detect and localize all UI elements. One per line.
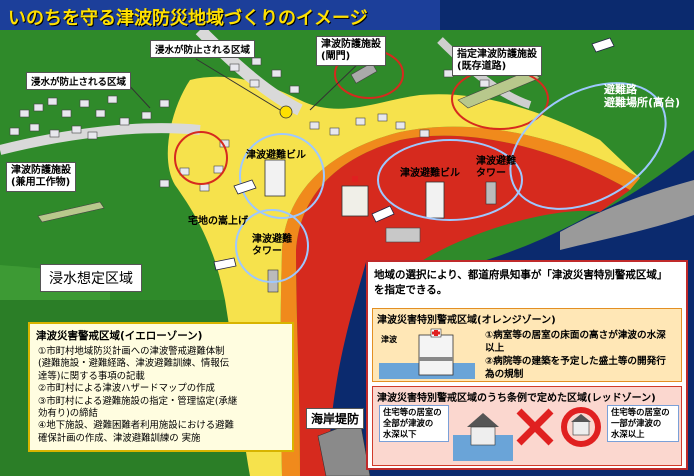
list-item: ③市町村による避難施設の指定・管理協定(承継 bbox=[38, 395, 238, 407]
label-inundation-area: 浸水想定区域 bbox=[40, 264, 142, 292]
list-item: ④地下施設、避難困難者利用施設における避難 bbox=[38, 420, 234, 432]
yellow-zone-list: ①市町村地域防災計画への津波警戒避難体制 (避難施設・避難経路、津波避難訓練、情… bbox=[38, 346, 237, 445]
list-item: ②市町村による津波ハザードマップの作成 bbox=[38, 383, 215, 395]
page-title: いのちを守る津波防災地域づくりのイメージ bbox=[8, 8, 368, 29]
special-zone-panel: 地域の選択により、都道府県知事が「津波災害特別警戒区域」を指定できる。 津波災害… bbox=[366, 260, 688, 470]
red-circle-icon bbox=[561, 407, 601, 447]
designated-road bbox=[457, 69, 541, 109]
label-designated-facility: 指定津波防護施設 (既存道路) bbox=[452, 46, 542, 76]
pointing-hand-icon bbox=[591, 37, 615, 53]
evac-building-left bbox=[264, 159, 286, 197]
list-item: 達等)に関する事項の記載 bbox=[38, 370, 145, 382]
houses bbox=[9, 57, 510, 192]
tsunami-label: 津波 bbox=[381, 335, 397, 344]
list-item: ①市町村地域防災計画への津波警戒避難体制 bbox=[38, 346, 225, 357]
orange-zone bbox=[280, 126, 640, 476]
evac-building-right bbox=[425, 181, 445, 219]
red-right-callout: 住宅等の居室の 一部が津波の 水深以上 bbox=[607, 405, 679, 442]
red-zone-box: 津波災害特別警戒区域のうち条例で定めた区域(レッドゾーン) 住宅等の居室の 全部… bbox=[372, 386, 682, 466]
circle-high-ground bbox=[509, 82, 667, 210]
circle-multi-use bbox=[174, 131, 228, 185]
house-flooded-icon bbox=[453, 413, 513, 461]
red-zone-heading: 津波災害特別警戒区域のうち条例で定めた区域(レッドゾーン) bbox=[377, 393, 656, 404]
label-flood-prevented-left: 浸水が防止される区域 bbox=[26, 72, 132, 90]
yellow-zone bbox=[167, 76, 640, 476]
label-evac-tower-left: 津波避難 タワー bbox=[252, 234, 292, 257]
label-seawall: 海岸堤防 bbox=[306, 408, 365, 429]
orange-zone-heading: 津波災害特別警戒区域(オレンジゾーン) bbox=[377, 315, 556, 326]
label-evac-tower-right: 津波避難 タワー bbox=[476, 156, 516, 179]
yellow-zone-heading: 津波災害警戒区域(イエローゾーン) bbox=[36, 330, 203, 342]
label-gate: 津波防護施設 (閘門) bbox=[316, 36, 386, 66]
pointing-hand-icon bbox=[233, 179, 257, 195]
list-item: 効有り)の締結 bbox=[38, 408, 98, 420]
orange-item-1: ①病室等の居室の床面の高さが津波の水深以上 bbox=[485, 330, 666, 354]
title-bar: いのちを守る津波防災地域づくりのイメージ bbox=[0, 0, 440, 30]
label-multi-use: 津波防護施設 (兼用工作物) bbox=[6, 162, 76, 192]
pointing-hand-icon bbox=[213, 257, 237, 271]
hospital bbox=[341, 185, 369, 217]
gate-structure bbox=[350, 62, 378, 84]
yellow-zone-panel: 津波災害警戒区域(イエローゾーン) ①市町村地域防災計画への津波警戒避難体制 (… bbox=[28, 322, 294, 452]
pointing-hand-icon bbox=[371, 205, 395, 223]
red-left-callout: 住宅等の居室の 全部が津波の 水深以下 bbox=[379, 405, 449, 442]
hospital-flood-icon bbox=[379, 328, 475, 379]
orange-zone-box: 津波災害特別警戒区域(オレンジゾーン) 津波 ①病室等の居室の床面の高さが津波の… bbox=[372, 308, 682, 382]
label-land-raising: 宅地の嵩上げ bbox=[188, 216, 248, 227]
red-x-icon bbox=[516, 408, 554, 446]
label-flood-prevented-top: 浸水が防止される区域 bbox=[150, 40, 256, 58]
circle-evac-building-left bbox=[239, 133, 325, 219]
special-zone-lead: 地域の選択により、都道府県知事が「津波災害特別警戒区域」を指定できる。 bbox=[374, 269, 668, 296]
list-item: (避難施設・避難経路、津波避難訓練、情報伝 bbox=[38, 358, 230, 370]
label-evac-building-left: 津波避難ビル bbox=[246, 150, 306, 161]
circle-evac-building-right bbox=[377, 139, 523, 221]
factory bbox=[385, 227, 421, 243]
multi-use-structure bbox=[37, 201, 105, 223]
label-evac-building-right: 津波避難ビル bbox=[400, 168, 460, 179]
evac-tower-right bbox=[485, 181, 497, 205]
orange-item-2: ②病院等の建築を予定した盛土等の開発行為の規制 bbox=[485, 356, 666, 380]
circle-evac-tower-left bbox=[235, 209, 309, 283]
list-item: 確保計画の作成、津波避難訓練の 実施 bbox=[38, 432, 201, 444]
label-evacuation-route: 避難路 避難場所(高台) bbox=[604, 83, 681, 109]
